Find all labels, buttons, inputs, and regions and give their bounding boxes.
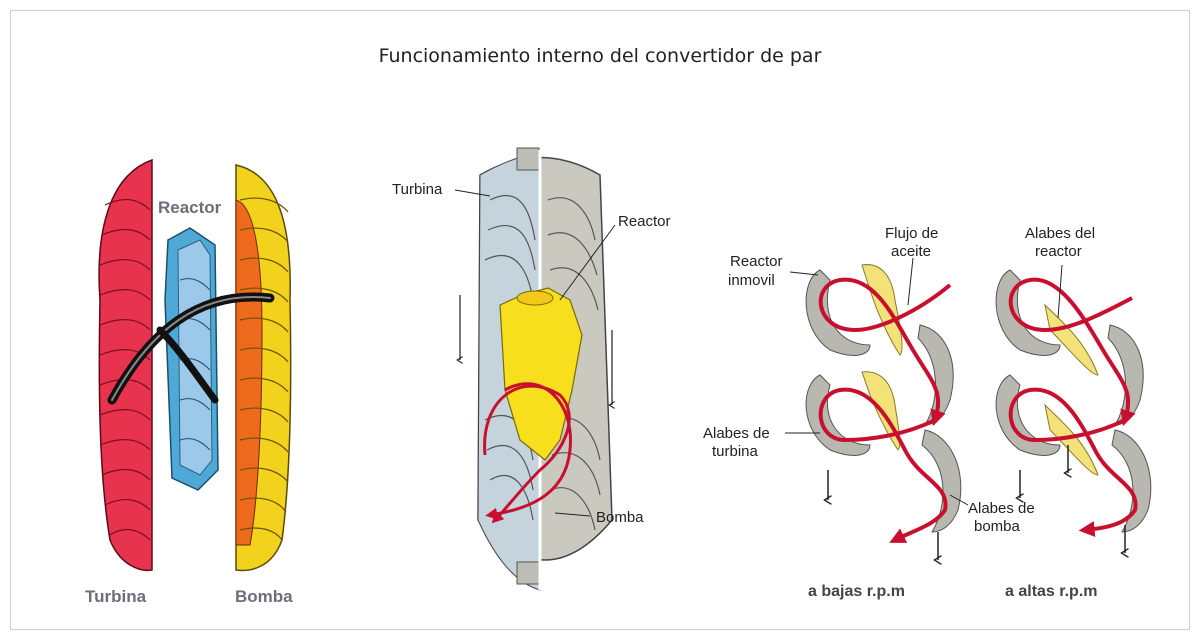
flujo-aceite-label: Flujo de aceite bbox=[885, 225, 943, 260]
caption-bajas-rpm: a bajas r.p.m bbox=[808, 583, 905, 600]
left-exploded-converter: Reactor Turbina Bomba bbox=[85, 160, 293, 606]
turbina-wheel-left bbox=[99, 160, 152, 570]
bomba-wheel-left bbox=[236, 165, 291, 570]
right-flow-diagrams: Reactor inmovil Flujo de aceite Alabes d… bbox=[703, 225, 1151, 600]
bomba-label-middle: Bomba bbox=[596, 509, 644, 526]
reactor-label-left: Reactor bbox=[158, 198, 222, 217]
middle-cutaway-converter: Turbina Reactor Bomba bbox=[392, 148, 671, 590]
alabes-turbina-label: Alabes de turbina bbox=[703, 425, 774, 460]
reactor-blade bbox=[862, 265, 902, 355]
caption-altas-rpm: a altas r.p.m bbox=[1005, 583, 1098, 600]
low-rpm-diagram bbox=[785, 258, 968, 560]
bomba-label-left: Bomba bbox=[235, 587, 293, 606]
alabes-reactor-label: Alabes del reactor bbox=[1025, 225, 1099, 260]
turbina-label-middle: Turbina bbox=[392, 181, 443, 198]
reactor-wheel-left bbox=[165, 228, 218, 490]
reactor-inmovil-label: Reactor inmovil bbox=[728, 253, 787, 289]
turbina-label-left: Turbina bbox=[85, 587, 147, 606]
reactor-label-middle: Reactor bbox=[618, 213, 671, 230]
alabes-bomba-label: Alabes de bomba bbox=[968, 500, 1039, 535]
